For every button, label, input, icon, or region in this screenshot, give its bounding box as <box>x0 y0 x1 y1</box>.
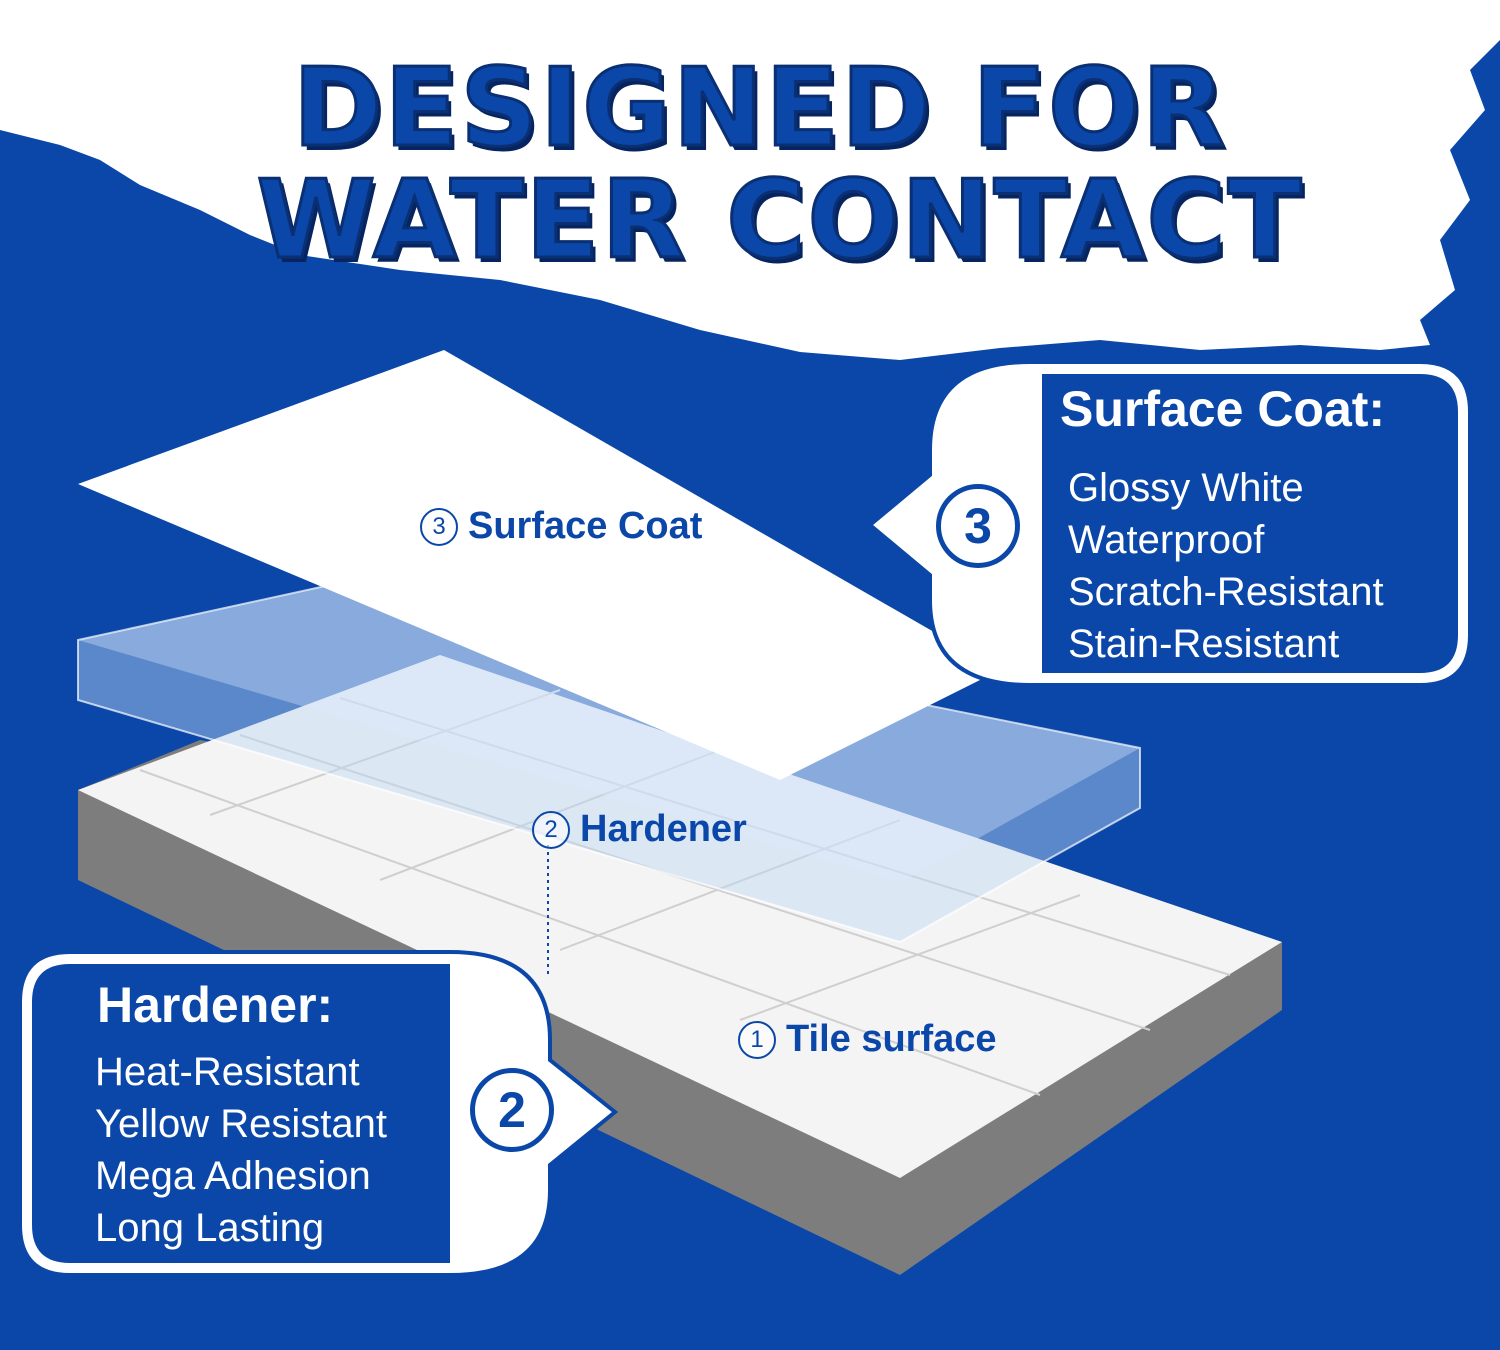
tile-grout-lines <box>139 689 1231 1096</box>
callout-hardener-title: Hardener: <box>97 977 334 1033</box>
tile-base-top <box>78 655 1282 1178</box>
torn-white-header <box>0 0 1500 360</box>
callout-surface-item: Scratch-Resistant <box>1068 570 1384 614</box>
tile-surface-text: Tile surface <box>786 1018 997 1060</box>
callout-hardener-badge: 2 <box>470 1068 554 1152</box>
hardener-text: Hardener <box>580 808 747 850</box>
callout-hardener-frame <box>18 950 619 1277</box>
callout-surface-item: Glossy White <box>1068 466 1304 510</box>
callout-surface-badge: 3 <box>936 484 1020 568</box>
callout-hardener-item: Mega Adhesion <box>95 1154 371 1198</box>
callout-surface-item: Waterproof <box>1068 518 1265 562</box>
callout-surface-frame <box>866 360 1472 687</box>
hardener-number: 2 <box>532 810 570 849</box>
tile-surface-label: 1 Tile surface <box>738 1018 997 1061</box>
surface-coat-sheet <box>78 350 1000 780</box>
callout-surface-title: Surface Coat: <box>1060 381 1386 437</box>
hardener-layer-top <box>78 585 1140 882</box>
callout-surface-item: Stain-Resistant <box>1068 622 1340 666</box>
surface-coat-label: 3 Surface Coat <box>420 505 702 548</box>
callout-hardener-item: Heat-Resistant <box>95 1050 360 1094</box>
hardener-label: 2 Hardener <box>532 808 747 851</box>
callout-hardener-item: Long Lasting <box>95 1206 325 1250</box>
headline-line-2: WATER CONTACT <box>255 157 1304 285</box>
surface-coat-text: Surface Coat <box>468 505 703 547</box>
surface-coat-number: 3 <box>420 507 458 546</box>
tile-surface-number: 1 <box>738 1020 776 1059</box>
callout-hardener-item: Yellow Resistant <box>95 1102 388 1146</box>
callout-surface-list: Glossy White Waterproof Scratch-Resistan… <box>1068 462 1384 670</box>
callout-hardener-list: Heat-Resistant Yellow Resistant Mega Adh… <box>95 1046 387 1254</box>
headline-line-1: DESIGNED FOR <box>291 45 1228 173</box>
